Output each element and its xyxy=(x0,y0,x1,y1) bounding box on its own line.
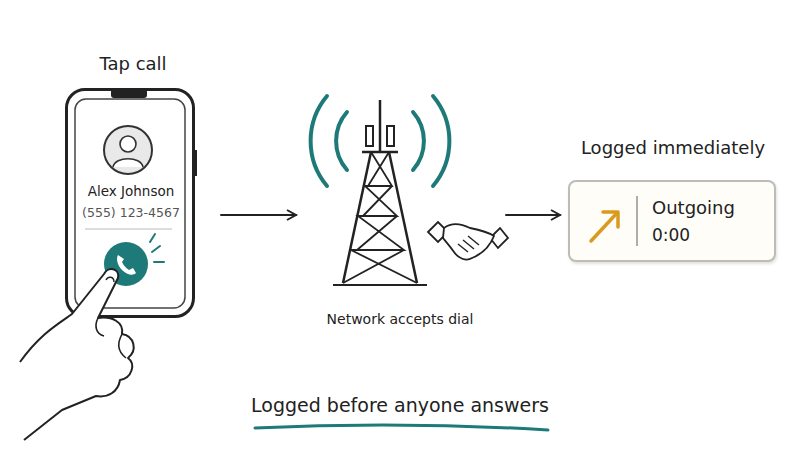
hand-knuckles xyxy=(96,318,126,358)
tower-leg xyxy=(343,152,371,283)
signal-arc xyxy=(311,96,327,186)
antenna-panel xyxy=(387,126,394,146)
handset-icon xyxy=(117,255,136,275)
handshake-cuff xyxy=(490,228,508,248)
tower-mast xyxy=(379,100,382,152)
antenna-panel xyxy=(366,126,373,146)
log-entry-box: Logged immediatelyOutgoing0:00 xyxy=(568,180,776,262)
tower-node: Network accepts dial xyxy=(300,85,500,335)
phone-node: Tap callAlex Johnson(555) 123-4567 xyxy=(65,88,195,318)
flow-arrow xyxy=(506,214,560,216)
pointing-hand xyxy=(20,269,134,440)
step-heading: Logged immediately xyxy=(558,137,788,159)
contact-name: Alex Johnson xyxy=(68,183,194,199)
avatar-circle xyxy=(104,126,152,174)
finger-nail xyxy=(106,277,114,282)
outgoing-arrow xyxy=(591,213,617,241)
outgoing-arrow-head xyxy=(603,212,618,227)
screen-divider xyxy=(85,228,172,229)
log-divider xyxy=(636,196,638,246)
handshake-cuff xyxy=(428,222,448,242)
tower-bar xyxy=(362,151,398,154)
caption-underline xyxy=(255,425,548,430)
handshake-hands xyxy=(443,224,494,259)
call-type: Outgoing xyxy=(652,197,772,219)
tower-bracing xyxy=(343,152,417,283)
avatar-shoulders xyxy=(113,159,143,167)
tower-leg xyxy=(389,152,417,283)
signal-arc xyxy=(336,112,347,170)
call-button xyxy=(104,242,148,286)
flow-arrow xyxy=(221,214,296,216)
tap-marks xyxy=(150,234,164,262)
phone-notch xyxy=(111,89,147,98)
phone-number: (555) 123-4567 xyxy=(68,205,194,220)
ground-line xyxy=(333,284,427,286)
step-heading: Tap call xyxy=(28,53,238,75)
signal-arc xyxy=(413,112,424,170)
step-label: Network accepts dial xyxy=(290,311,510,328)
handshake-fingers xyxy=(458,236,479,252)
phone-screen xyxy=(75,99,185,308)
avatar-head xyxy=(120,136,136,152)
signal-arc xyxy=(433,96,449,186)
caption: Logged before anyone answers xyxy=(150,394,650,417)
call-duration: 0:00 xyxy=(652,225,772,245)
